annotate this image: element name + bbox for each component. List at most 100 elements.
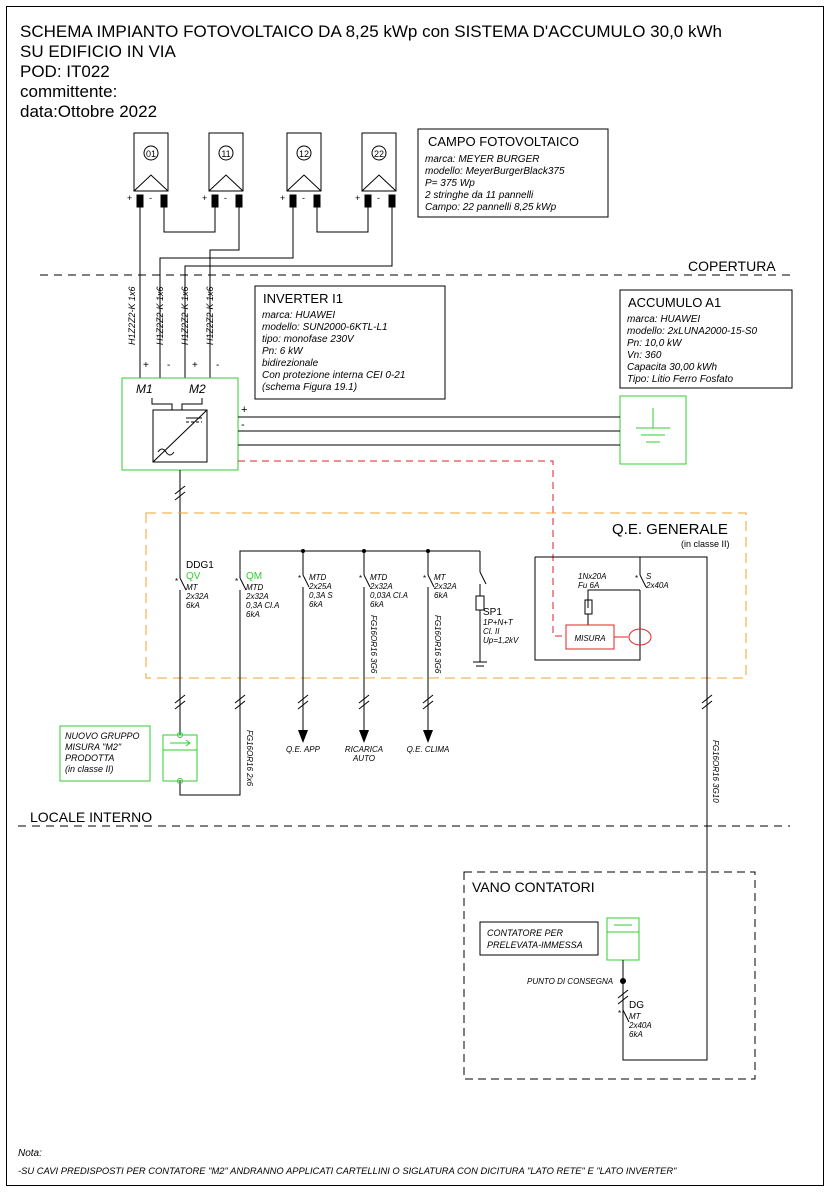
breaker-3: MTD 2x25A 0,3A S 6kA — [308, 573, 333, 609]
svg-text:+: + — [202, 193, 207, 203]
battery-a1 — [619, 395, 687, 465]
accumulo-line: marca: HUAWEI — [627, 314, 700, 325]
misura-section: * S 2x40A 1Nx20A Fu 6A MISURA — [534, 556, 708, 848]
b4-line: 2x32A — [369, 582, 393, 591]
busbar — [239, 550, 480, 578]
ddg1-line: MT — [186, 583, 199, 592]
inverter-line: Con protezione interna CEI 0-21 — [262, 370, 405, 381]
inverter-input-polarity: + - + - — [143, 360, 219, 371]
cable-label: H1Z2Z2-K 1x6 — [180, 286, 190, 345]
b5-line: MT — [434, 573, 447, 582]
inverter-line: Pn: 6 kW — [262, 346, 304, 357]
qe-generale-box — [145, 512, 747, 679]
campo-title: CAMPO FOTOVOLTAICO — [428, 134, 579, 149]
b4-line: MTD — [370, 573, 388, 582]
title-line-1: SCHEMA IMPIANTO FOTOVOLTAICO DA 8,25 kWp… — [20, 22, 722, 41]
module-label: 01 — [146, 149, 156, 159]
ddg1-name: DDG1 — [186, 560, 214, 571]
load-ricarica: RICARICA — [345, 745, 383, 754]
module-label: 22 — [374, 149, 384, 159]
sp1-line: Cl. II — [483, 627, 500, 636]
nota-label: Nota: — [18, 1148, 42, 1159]
contatore-meter — [606, 917, 640, 961]
svg-text:+: + — [280, 193, 285, 203]
gruppo-line: (in classe II) — [65, 764, 114, 774]
accumulo-title: ACCUMULO A1 — [628, 295, 721, 310]
breaker-x-marks: *** ** — [175, 574, 426, 586]
svg-text:-: - — [216, 360, 219, 371]
sp1-name: SP1 — [483, 607, 502, 618]
accumulo-info-box: ACCUMULO A1 marca: HUAWEI modello: 2xLUN… — [619, 289, 793, 389]
inverter-m1-label: M1 — [136, 382, 153, 396]
qm-line: 0,3A Cl.A — [246, 601, 280, 610]
pv-module-01: 01 — [133, 132, 169, 192]
gruppo-line: PRODOTTA — [65, 753, 114, 763]
punto-consegna-label: PUNTO DI CONSEGNA — [527, 977, 613, 986]
inverter-title: INVERTER I1 — [263, 291, 343, 306]
inverter-line: bidirezionale — [262, 358, 319, 369]
b4-line: 0,03A Cl.A — [370, 591, 408, 600]
breaker-dg: * DG MT 2x40A 6kA — [618, 1000, 652, 1039]
load-arrows — [298, 730, 433, 743]
svg-text:-: - — [167, 360, 170, 371]
svg-text:-: - — [377, 193, 380, 203]
b3-line: MTD — [309, 573, 327, 582]
breaker-5: MT 2x32A 6kA — [433, 573, 457, 600]
contatore-line: CONTATORE PER — [487, 928, 564, 938]
surge-protector-sp1: SP1 1P+N+T Cl. II Up=1,2kV — [473, 595, 519, 667]
accumulo-line: modello: 2xLUNA2000-15-S0 — [627, 326, 758, 337]
punto-consegna-node — [620, 978, 626, 984]
campo-line: marca: MEYER BURGER — [425, 154, 539, 165]
module-connectors — [136, 194, 396, 208]
committente-line: committente: — [20, 82, 118, 101]
load-clima: Q.E. CLIMA — [407, 745, 450, 754]
cable-tick — [174, 694, 713, 710]
inverter-i1: M1 M2 — [121, 377, 239, 471]
campo-line: Campo: 22 pannelli 8,25 kWp — [425, 202, 557, 213]
fuse-line: 1Nx20A — [578, 572, 606, 581]
svg-text:*: * — [618, 1009, 621, 1018]
string-wiring — [139, 207, 393, 378]
dg-line: 6kA — [629, 1030, 643, 1039]
svg-text:*: * — [635, 574, 638, 583]
module-label: 11 — [221, 149, 230, 159]
qm-code: QM — [246, 571, 262, 582]
svg-text:+: + — [355, 193, 360, 203]
svg-text:+: + — [192, 360, 198, 371]
svg-text:+: + — [241, 404, 247, 416]
module-polarity: +- +- +- +- — [127, 193, 380, 203]
cable-labels-fg: FG16OR16 3G6 FG16OR16 3G6 — [369, 615, 442, 674]
sp1-line: 1P+N+T — [483, 618, 514, 627]
qm-line: 2x32A — [245, 592, 269, 601]
b3-line: 2x25A — [308, 582, 332, 591]
contatore-line: PRELEVATA-IMMESSA — [487, 940, 583, 950]
dg-name: DG — [629, 1000, 644, 1011]
accumulo-line: Capacita 30,00 kWh — [627, 362, 717, 373]
svg-text:-: - — [241, 419, 245, 431]
inverter-m2-label: M2 — [189, 382, 206, 396]
ddg1-line: 6kA — [186, 601, 200, 610]
qm-line: 6kA — [246, 610, 260, 619]
gruppo-line: NUOVO GRUPPO — [65, 731, 140, 741]
svg-text:+: + — [143, 360, 149, 371]
inverter-line: (schema Figura 19.1) — [262, 382, 357, 393]
dg-line: 2x40A — [628, 1021, 652, 1030]
cable-label: FG16OR16 3G6 — [433, 615, 442, 674]
svg-text:-: - — [149, 193, 152, 203]
s-line: 2x40A — [645, 581, 669, 590]
drawing-frame — [6, 6, 824, 1186]
svg-text:-: - — [224, 193, 227, 203]
cable-tick — [174, 485, 186, 501]
svg-text:*: * — [298, 574, 301, 583]
module-label: 12 — [299, 149, 309, 159]
breaker-qm: QM MTD 2x32A 0,3A Cl.A 6kA — [245, 571, 280, 619]
vano-title: VANO CONTATORI — [472, 879, 595, 895]
load-app: Q.E. APP — [286, 745, 321, 754]
dc-cable-labels: H1Z2Z2-K 1x6 H1Z2Z2-K 1x6 H1Z2Z2-K 1x6 H… — [127, 286, 215, 345]
dg-line: MT — [629, 1012, 642, 1021]
b4-line: 6kA — [370, 600, 384, 609]
b5-line: 2x32A — [433, 582, 457, 591]
accumulo-line: Vn: 360 — [627, 350, 662, 361]
gruppo-line: MISURA "M2" — [65, 742, 122, 752]
